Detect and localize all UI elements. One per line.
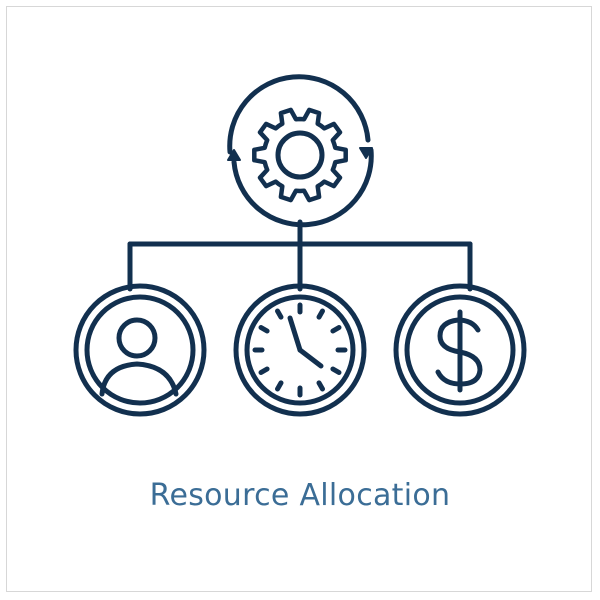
caption-title: Resource Allocation <box>149 478 451 513</box>
clock-icon <box>233 283 367 417</box>
clock-tick <box>330 366 342 375</box>
gear-cycle-icon <box>227 74 374 228</box>
image-frame <box>6 6 592 592</box>
clock-tick <box>316 308 325 320</box>
clock-tick <box>258 325 270 334</box>
clock-tick <box>330 325 342 334</box>
clock-tick <box>275 380 284 392</box>
clock-tick <box>316 380 325 392</box>
clock-tick <box>258 366 270 375</box>
clock-tick <box>275 308 284 320</box>
user-icon <box>73 283 207 417</box>
hierarchy-connector <box>127 219 473 292</box>
dollar-icon <box>393 283 527 417</box>
